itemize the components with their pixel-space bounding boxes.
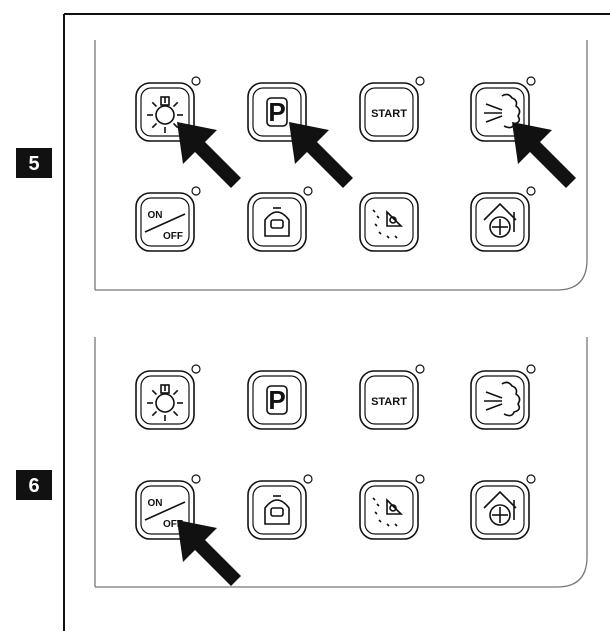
boiler-button[interactable] <box>247 474 313 540</box>
steam-icon <box>484 381 521 417</box>
step-number-badge: 6 <box>16 470 52 500</box>
step-number-badge: 5 <box>16 148 52 178</box>
lamp-icon <box>147 384 183 421</box>
indicator-led-icon <box>303 186 313 196</box>
fan-house-icon <box>483 202 517 238</box>
indicator-led-icon <box>415 364 425 374</box>
start-button[interactable]: START <box>359 76 425 142</box>
light-button[interactable] <box>135 364 201 430</box>
off-label: OFF <box>163 519 183 530</box>
arrow-to-light-icon <box>177 122 241 188</box>
arrow-to-onoff-icon <box>177 520 241 586</box>
fan-button[interactable] <box>470 474 536 540</box>
indicator-led-icon <box>191 474 201 484</box>
fan-house-icon <box>483 490 517 526</box>
indicator-led-icon <box>526 76 536 86</box>
step-number: 5 <box>28 153 39 175</box>
start-button-label: START <box>371 108 407 120</box>
boiler-icon <box>264 495 290 525</box>
indicator-led-icon <box>526 186 536 196</box>
fan-button[interactable] <box>470 186 536 252</box>
on-label: ON <box>148 498 163 509</box>
step-number: 6 <box>28 475 39 497</box>
on-label: ON <box>148 210 163 221</box>
indicator-led-icon <box>415 76 425 86</box>
p-letter-icon: P <box>266 385 288 415</box>
program-button[interactable]: P <box>247 370 307 430</box>
start-button-label: START <box>371 396 407 408</box>
start-icon: START <box>371 108 407 120</box>
panel-outline <box>94 337 588 588</box>
indicator-led-icon <box>415 474 425 484</box>
dryer-button[interactable] <box>359 474 425 540</box>
program-button-label: P <box>268 385 285 415</box>
boiler-icon <box>264 207 290 237</box>
dryer-icon <box>372 497 403 527</box>
off-label: OFF <box>163 231 183 242</box>
boiler-button[interactable] <box>247 186 313 252</box>
indicator-led-icon <box>191 76 201 86</box>
panel-outline <box>94 40 588 291</box>
indicator-led-icon <box>303 474 313 484</box>
indicator-led-icon <box>526 474 536 484</box>
indicator-led-icon <box>526 364 536 374</box>
dryer-icon <box>372 209 403 239</box>
steam-button[interactable] <box>470 364 536 430</box>
indicator-led-icon <box>191 364 201 374</box>
program-button-label: P <box>268 97 285 127</box>
start-icon: START <box>371 396 407 408</box>
p-letter-icon: P <box>266 97 288 127</box>
dryer-button[interactable] <box>359 192 419 252</box>
indicator-led-icon <box>191 186 201 196</box>
lamp-icon <box>147 96 183 133</box>
arrow-to-program-icon <box>289 122 353 188</box>
start-button[interactable]: START <box>359 364 425 430</box>
arrow-to-steam-icon <box>512 122 576 188</box>
